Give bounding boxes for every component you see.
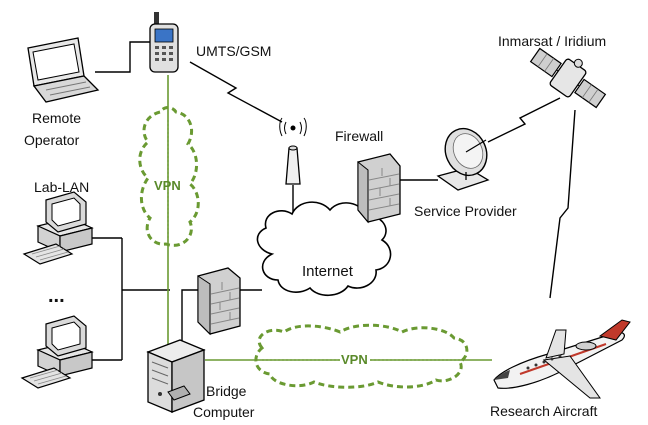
laptop-phone-link [95, 41, 150, 73]
vpn-vertical-tunnel: VPN [138, 106, 200, 247]
laptop-icon [27, 37, 100, 103]
service-provider-label: Service Provider [414, 203, 517, 219]
more-computers-ellipsis: ... [48, 285, 65, 307]
internet-label: Internet [302, 263, 354, 280]
vpn-horizontal-cloud [254, 323, 469, 389]
lab-lan-label: Lab-LAN [34, 179, 89, 195]
inmarsat-label: Inmarsat / Iridium [498, 33, 606, 49]
satellite-aircraft-link [549, 109, 576, 299]
dish-satellite-link [487, 97, 561, 143]
satellite-dish-icon [436, 127, 490, 191]
vpn-vertical-cloud [138, 106, 200, 247]
bridge-label-2: Computer [193, 404, 255, 420]
umts-radio-link [189, 61, 283, 123]
vpn-vertical-label: VPN [154, 178, 181, 193]
bridge-label-1: Bridge [206, 383, 247, 399]
remote-operator-label-1: Remote [32, 110, 81, 126]
firewall-label: Firewall [335, 128, 383, 144]
cloud-icon [256, 201, 392, 297]
desktop-pc-icon [22, 191, 94, 265]
vpn-horizontal-tunnel: VPN [254, 323, 469, 389]
desktop-pc-icon [20, 315, 94, 389]
connections [92, 41, 576, 361]
firewall-icon [357, 153, 401, 224]
vpn-horizontal-label-bg [340, 350, 370, 366]
bridge-firewall-link [181, 289, 200, 345]
mobile-phone-icon [149, 12, 179, 73]
antenna-tower-icon [279, 117, 307, 185]
server-icon [146, 339, 206, 413]
firewall-icon [197, 267, 241, 336]
satellite-icon [529, 47, 607, 109]
remote-operator-label-2: Operator [24, 132, 80, 148]
vpn-horizontal-label: VPN [341, 352, 368, 367]
research-aircraft-label: Research Aircraft [490, 403, 597, 419]
umts-label: UMTS/GSM [196, 43, 271, 59]
aircraft-icon [493, 319, 631, 399]
